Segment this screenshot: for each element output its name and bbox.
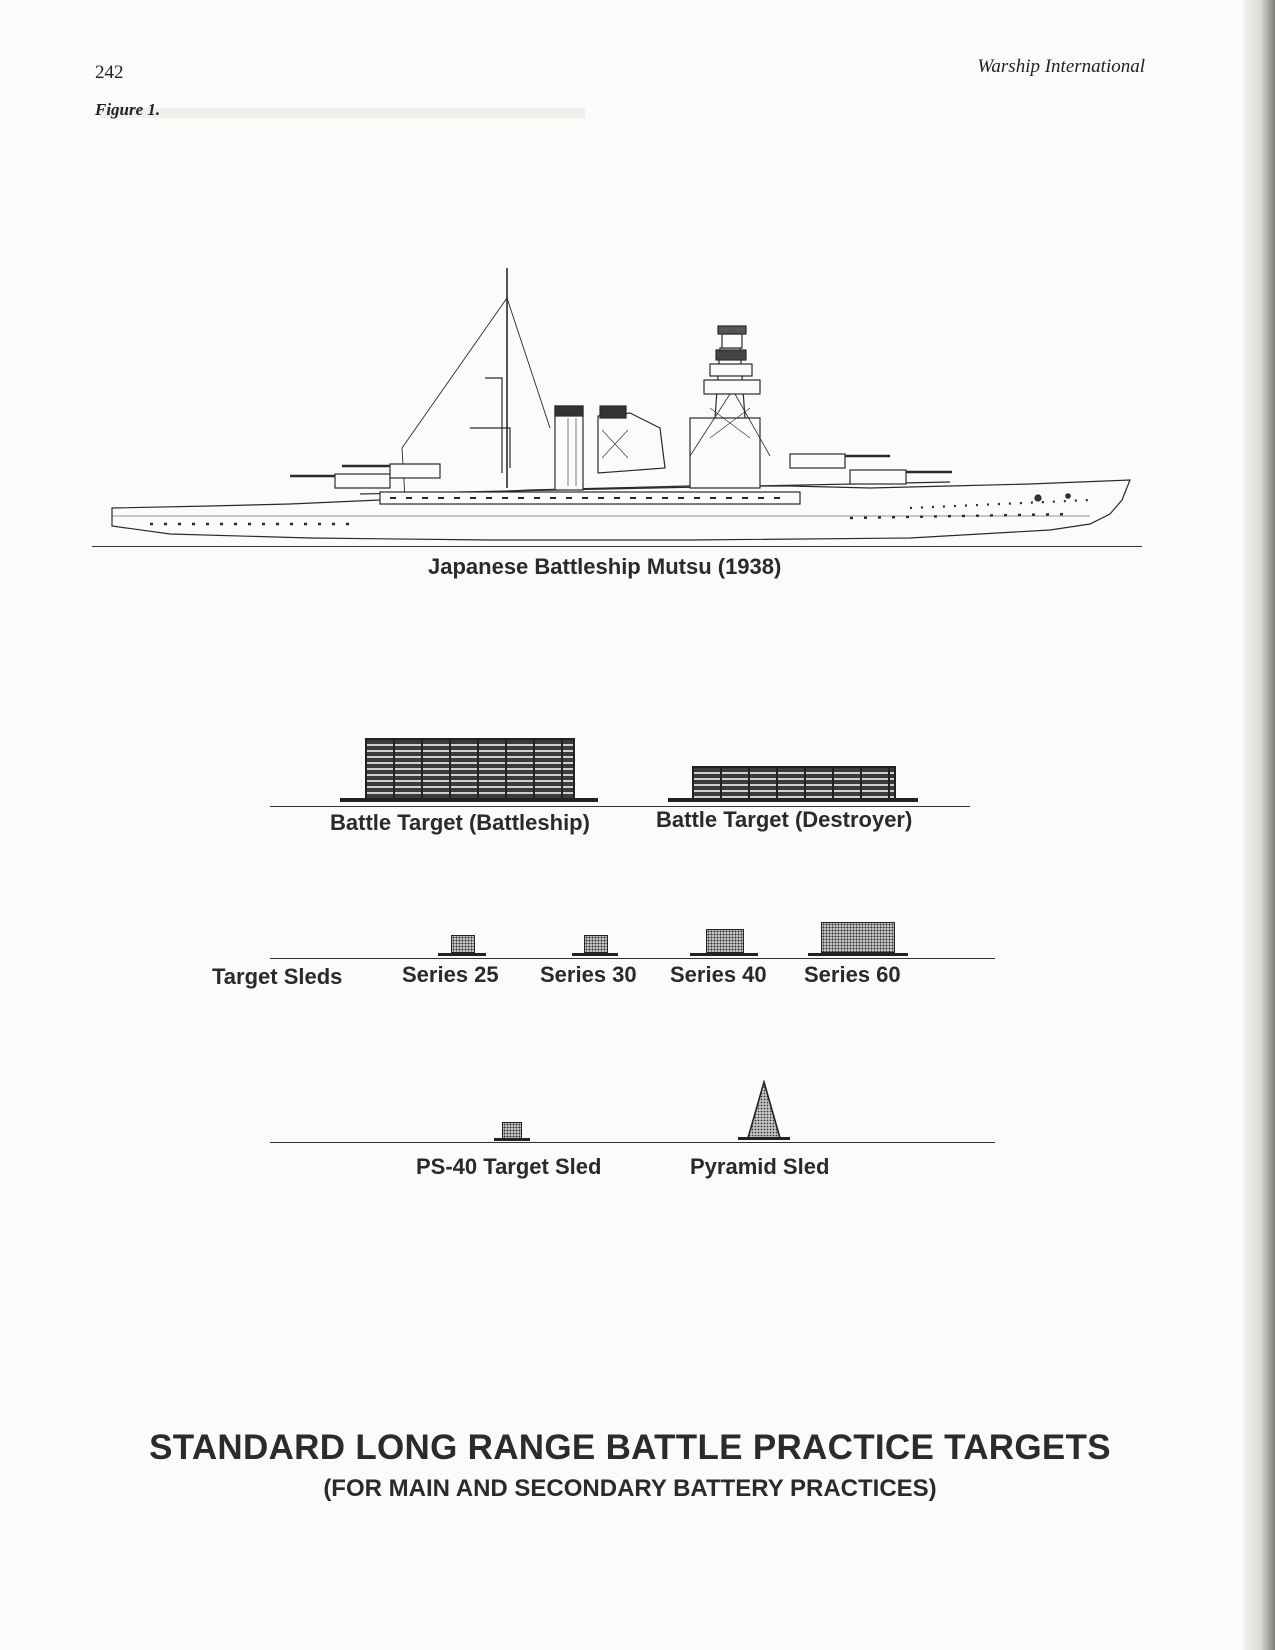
battle-target-battleship-label: Battle Target (Battleship)	[330, 810, 590, 835]
battle-target-battleship-base	[340, 798, 598, 802]
ship-waterline	[92, 546, 1142, 547]
figure-label: Figure 1.	[95, 100, 161, 119]
ps40-sled	[502, 1122, 522, 1139]
sled-series-30-base	[572, 953, 618, 956]
pyramid-sled	[738, 1080, 790, 1140]
sled-series-30-label: Series 30	[540, 962, 637, 987]
sled-series-25-label: Series 25	[402, 962, 499, 987]
sled-series-40	[706, 929, 744, 953]
battle-target-destroyer-base	[668, 798, 918, 802]
figure-subtitle: (FOR MAIN AND SECONDARY BATTERY PRACTICE…	[323, 1475, 937, 1502]
battle-target-baseline	[270, 806, 970, 807]
battle-target-battleship-raft	[365, 738, 575, 800]
small-target-baseline	[270, 1142, 995, 1143]
sled-series-40-base	[690, 953, 758, 956]
show-through-left	[100, 108, 585, 1548]
sled-series-25-base	[438, 953, 486, 956]
ps40-sled-base	[494, 1138, 530, 1141]
battle-target-destroyer-label: Battle Target (Destroyer)	[656, 807, 913, 832]
figure-main-title: STANDARD LONG RANGE BATTLE PRACTICE TARG…	[149, 1428, 1111, 1467]
ship-caption: Japanese Battleship Mutsu (1938)	[428, 554, 782, 579]
sled-series-25	[451, 935, 475, 953]
sled-series-60	[821, 922, 895, 953]
page-edge-shadow	[1243, 0, 1275, 1650]
page-number: 242	[95, 62, 124, 83]
journal-title: Warship International	[977, 56, 1145, 77]
pyramid-sled-label: Pyramid Sled	[690, 1154, 830, 1179]
sled-series-30	[584, 935, 608, 953]
battle-target-destroyer-raft	[692, 766, 896, 800]
battleship-profile-drawing	[111, 268, 1131, 541]
sled-baseline	[270, 958, 995, 959]
sled-series-40-label: Series 40	[670, 962, 767, 987]
ps40-sled-label: PS-40 Target Sled	[416, 1154, 602, 1179]
sled-series-60-label: Series 60	[804, 962, 901, 987]
target-sleds-label: Target Sleds	[212, 964, 343, 989]
sled-series-60-base	[808, 953, 908, 956]
